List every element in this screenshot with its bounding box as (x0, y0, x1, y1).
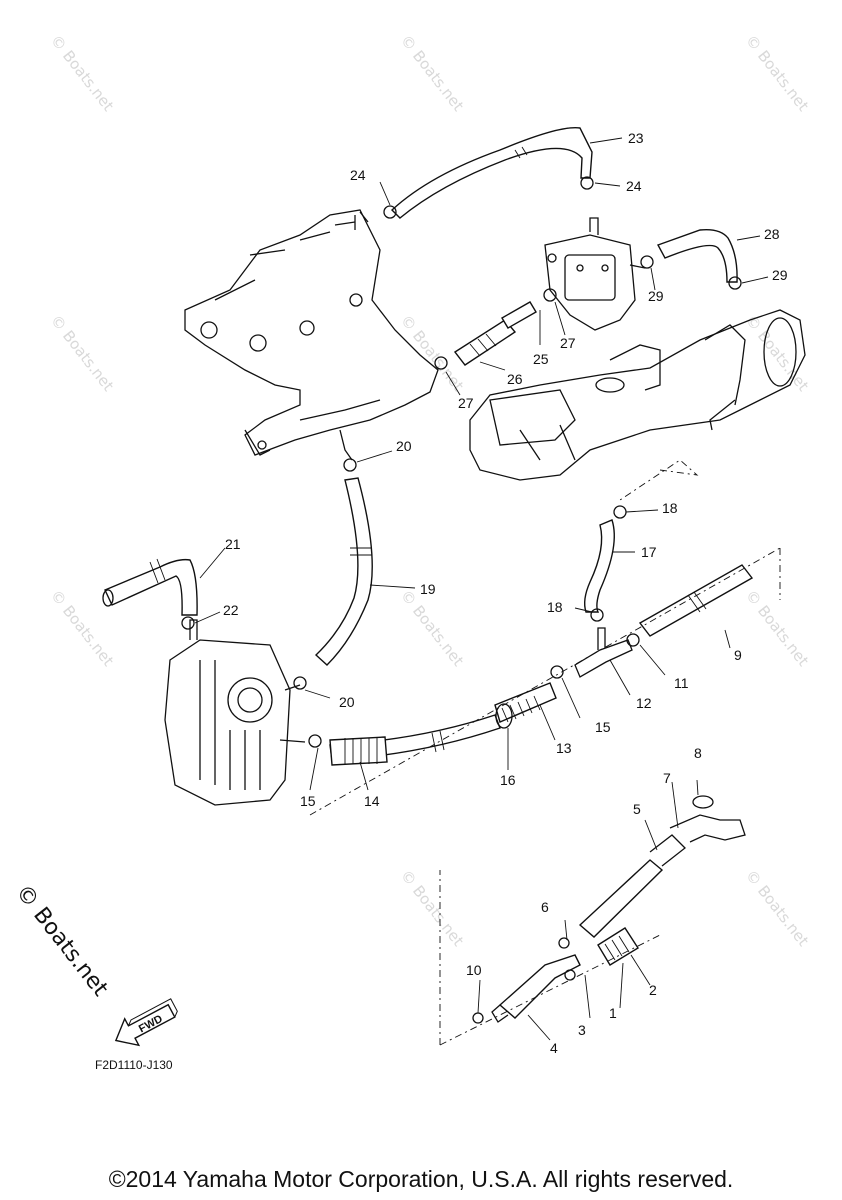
callout-15a: 15 (595, 719, 611, 735)
pipe-26 (453, 319, 517, 366)
callout-19: 19 (420, 581, 436, 597)
callout-15b: 15 (300, 793, 316, 809)
hose-28 (656, 228, 738, 283)
forward-arrow-icon: FWD (114, 998, 178, 1047)
watermark-text: © Boats.net (742, 866, 813, 949)
watermark-text: © Boats.net (47, 586, 118, 669)
copyright-notice: ©2014 Yamaha Motor Corporation, U.S.A. A… (108, 1166, 734, 1192)
callout-22: 22 (223, 602, 239, 618)
callout-21: 21 (225, 536, 241, 552)
hose-19 (314, 477, 373, 666)
callout-14: 14 (364, 793, 380, 809)
callout-26: 26 (507, 371, 523, 387)
callout-9: 9 (734, 647, 742, 663)
hose-clamps (181, 176, 742, 748)
hose-23 (390, 126, 593, 219)
callout-12: 12 (636, 695, 652, 711)
callout-18a: 18 (662, 500, 678, 516)
hose-17 (583, 519, 615, 613)
callout-8: 8 (694, 745, 702, 761)
watermark-text: © Boats.net (742, 31, 813, 114)
callout-11: 11 (674, 675, 689, 691)
watermark-text: © Boats.net (47, 311, 118, 394)
callout-23: 23 (628, 130, 644, 146)
callout-17: 17 (641, 544, 657, 560)
callout-2: 2 (649, 982, 657, 998)
hose-9 (638, 564, 754, 637)
watermark-text: © Boats.net (397, 31, 468, 114)
corrugated-14-end (329, 736, 388, 766)
callout-24b: 24 (626, 178, 642, 194)
water-box-fitting (544, 217, 646, 331)
pipe-25 (501, 301, 537, 329)
diagram-code: F2D1110-J130 (95, 1058, 173, 1072)
leader-lines (194, 137, 769, 1041)
watermark-text: © Boats.net (397, 586, 468, 669)
callout-28: 28 (764, 226, 780, 242)
callout-24a: 24 (350, 167, 366, 183)
callout-10: 10 (466, 962, 482, 978)
callout-25: 25 (533, 351, 549, 367)
callout-27a: 27 (560, 335, 576, 351)
callout-6: 6 (541, 899, 549, 915)
watermark-text: © Boats.net (397, 866, 468, 949)
vapor-separator (164, 619, 306, 806)
callout-1: 1 (609, 1005, 617, 1021)
callout-18b: 18 (547, 599, 563, 615)
sleeve-13 (494, 682, 557, 723)
callout-16: 16 (500, 772, 516, 788)
exhaust-chamber (469, 309, 806, 481)
watermark-text: © Boats.net (47, 31, 118, 114)
water-inlet-assembly (472, 795, 746, 1024)
callout-3: 3 (578, 1022, 586, 1038)
callout-20a: 20 (396, 438, 412, 454)
watermark-text: © Boats.net (742, 586, 813, 669)
callout-numbers: 1 2 3 4 5 6 7 8 9 10 11 12 13 14 15 15 1… (223, 130, 788, 1056)
callout-29a: 29 (648, 288, 664, 304)
exhaust-manifold (184, 209, 439, 461)
callout-27b: 27 (458, 395, 474, 411)
callout-29b: 29 (772, 267, 788, 283)
callout-5: 5 (633, 801, 641, 817)
callout-20b: 20 (339, 694, 355, 710)
background-watermarks: © Boats.net © Boats.net © Boats.net © Bo… (47, 31, 813, 949)
fwd-label: FWD (137, 1013, 165, 1035)
watermark-text: © Boats.net (742, 311, 813, 394)
callout-4: 4 (550, 1040, 558, 1056)
callout-13: 13 (556, 740, 572, 756)
joint-12 (574, 627, 633, 678)
reference-lines (309, 459, 781, 1046)
callout-7: 7 (663, 770, 671, 786)
hose-21 (102, 558, 198, 616)
